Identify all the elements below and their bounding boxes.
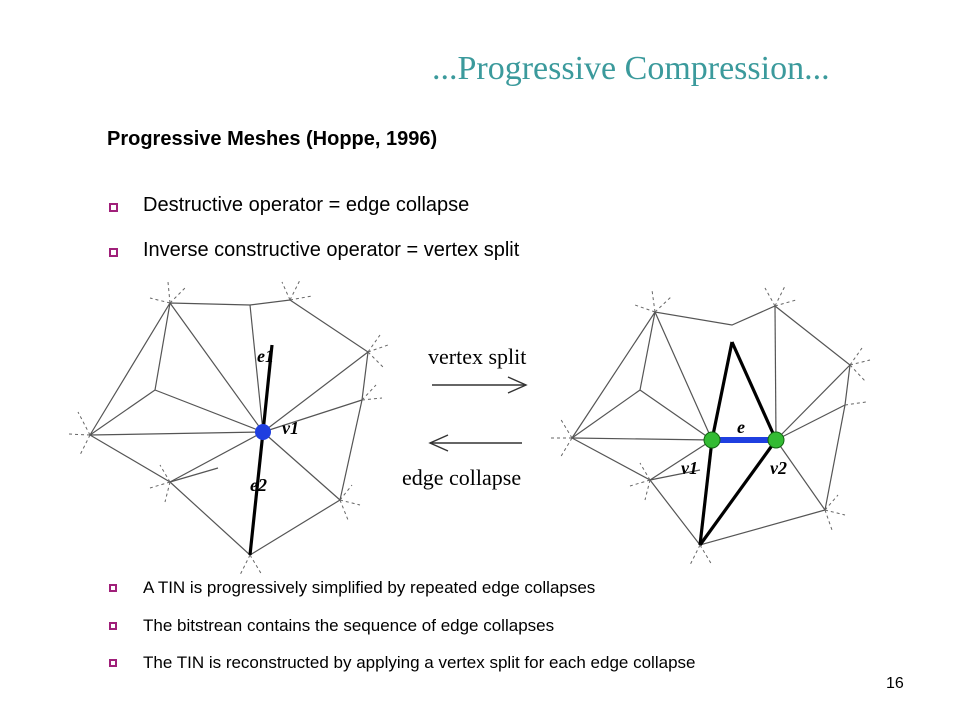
right-label-e: e [737,417,745,437]
sub-bullet-2: The bitstrean contains the sequence of e… [143,616,555,635]
left-vertex-v1 [255,424,271,440]
left-mesh [89,299,369,556]
arrow-label-edge-collapse: edge collapse [402,465,521,490]
left-label-e2: e2 [250,475,267,495]
bullet-square-icon [109,622,117,630]
bullet-square-icon [109,203,118,212]
left-label-v1: v1 [282,418,299,438]
bullet-square-icon [109,584,117,592]
left-arrow-icon [428,434,522,452]
page-number: 16 [886,675,904,692]
right-bold-edges [698,341,778,546]
main-bullet-2: Inverse constructive operator = vertex s… [143,239,520,261]
left-edge-e1 [261,344,274,433]
left-bold-edges [248,344,274,556]
left-edge-e2 [248,431,265,556]
sub-bullet-1: A TIN is progressively simplified by rep… [143,578,596,597]
bullet-square-icon [109,659,117,667]
arrow-label-vertex-split: vertex split [428,344,526,369]
right-vertex-v2 [767,431,785,449]
right-arrow-icon [432,376,528,394]
right-mesh [571,305,851,546]
slide-title: ...Progressive Compression... [432,50,830,87]
bullet-square-icon [109,248,118,257]
left-dashed-spokes [67,279,389,576]
right-dashed-spokes [550,285,871,566]
right-label-v2: v2 [770,458,787,478]
sub-bullet-3: The TIN is reconstructed by applying a v… [143,653,696,672]
right-label-v1: v1 [681,458,698,478]
slide-subtitle: Progressive Meshes (Hoppe, 1996) [107,128,438,150]
left-label-e1: e1 [257,346,274,366]
right-vertex-v1 [703,431,721,449]
main-bullet-1: Destructive operator = edge collapse [143,194,470,216]
